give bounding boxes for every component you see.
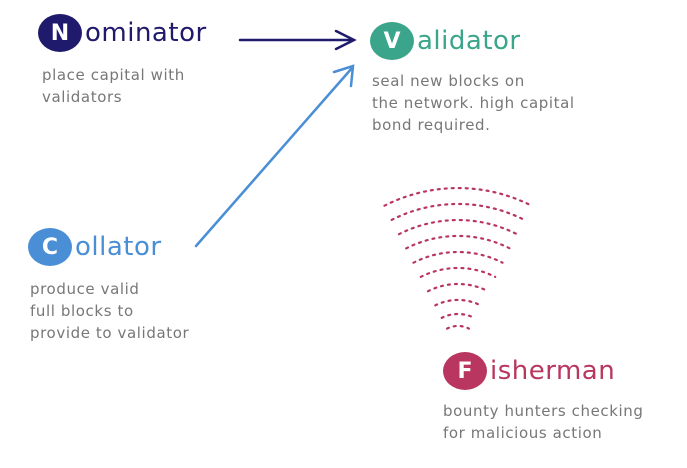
nominator-badge: N (38, 14, 82, 52)
radar-wave-arc (446, 324, 470, 330)
validator-description: seal new blocks on the network. high cap… (372, 72, 575, 134)
radar-wave-arc (426, 282, 490, 293)
radar-waves-icon (383, 187, 533, 330)
radar-wave-arc (440, 312, 476, 319)
collator-badge: C (28, 228, 72, 266)
radar-wave-arc (434, 298, 482, 307)
fisherman-node: F isherman bounty hunters checking for m… (443, 352, 644, 444)
radar-wave-arc (405, 234, 511, 250)
radar-wave-arc (390, 202, 526, 221)
nominator-node: N ominator place capital with validators (38, 14, 207, 108)
collator-node: C ollator produce valid full blocks to p… (28, 228, 189, 344)
arrow-collator-to-validator (194, 64, 355, 248)
radar-wave-arc (412, 250, 504, 264)
validator-title: alidator (417, 26, 521, 56)
fisherman-badge: F (443, 352, 487, 390)
collator-description: produce valid full blocks to provide to … (30, 280, 190, 342)
radar-wave-arc (419, 266, 497, 278)
radar-wave-arc (397, 219, 519, 236)
collator-title: ollator (75, 232, 162, 262)
nominator-title: ominator (85, 18, 207, 48)
radar-wave-arc (383, 187, 533, 207)
validator-node: V alidator seal new blocks on the networ… (370, 22, 575, 136)
arrow-nominator-to-validator (238, 29, 357, 51)
validator-badge: V (370, 22, 414, 60)
nominator-description: place capital with validators (42, 66, 185, 106)
fisherman-title: isherman (490, 356, 616, 386)
fisherman-description: bounty hunters checking for malicious ac… (443, 402, 644, 442)
